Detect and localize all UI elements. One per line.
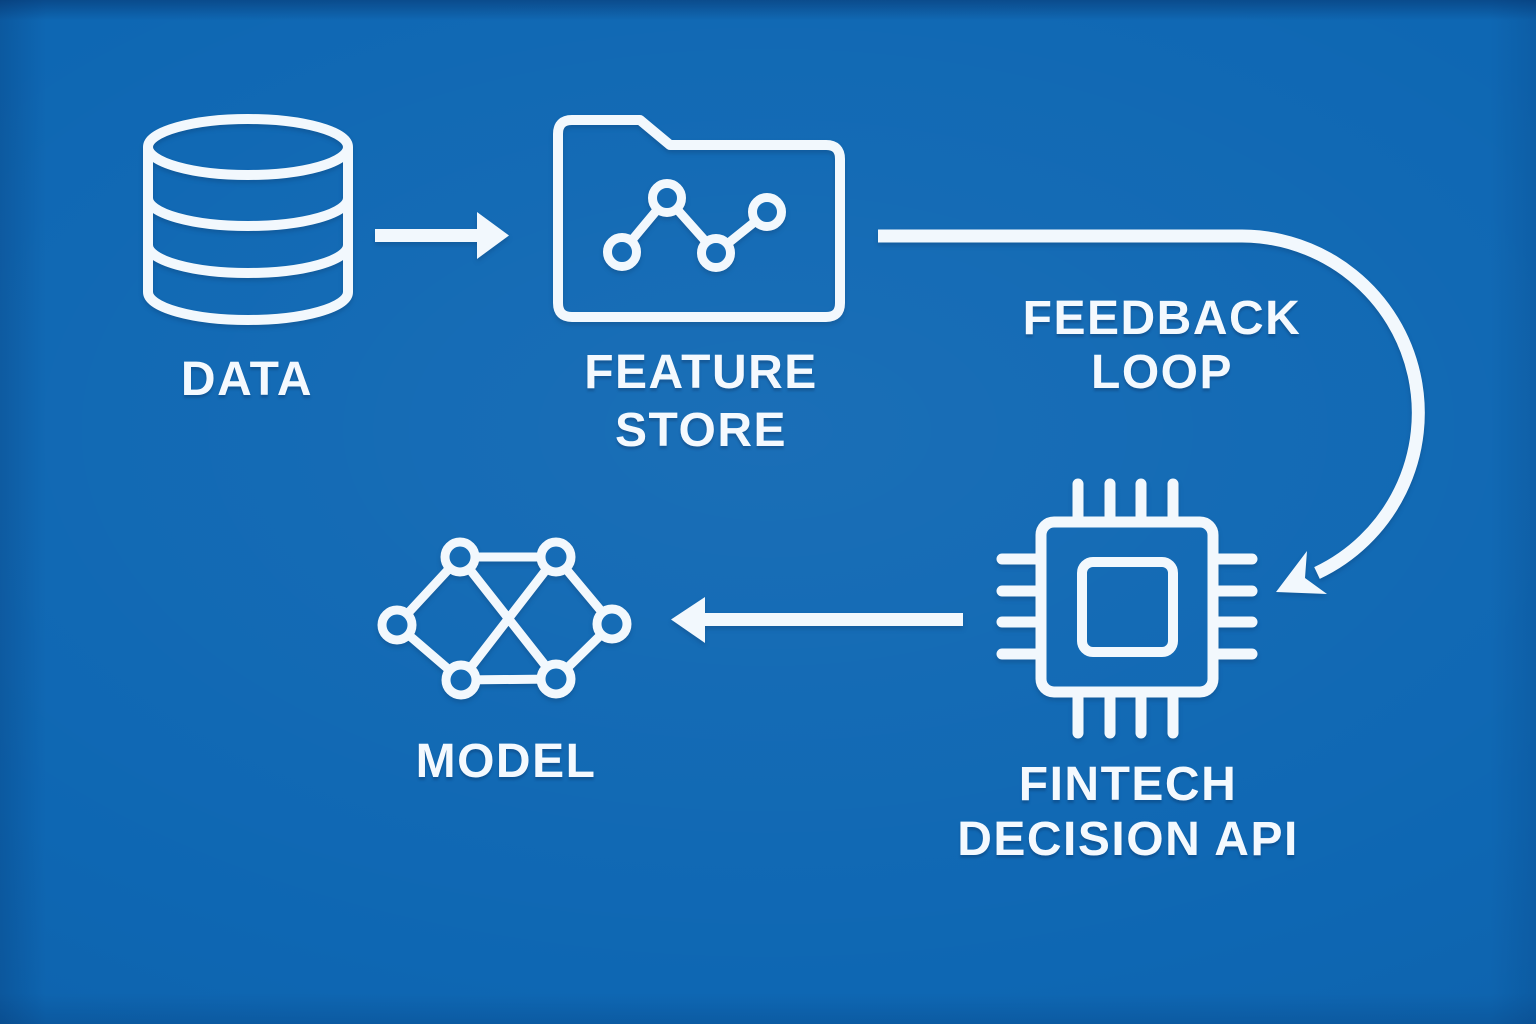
arrow-api-to-model <box>671 597 963 643</box>
node-label-fintech-api-line1: FINTECH <box>1018 758 1238 811</box>
feedback-loop-arrow <box>878 229 1425 594</box>
node-label-model: MODEL <box>415 735 597 788</box>
chip-icon <box>996 478 1258 739</box>
node-label-fintech-api-line2: DECISION API <box>957 813 1299 866</box>
neural-network-icon <box>377 537 632 700</box>
node-label-data: DATA <box>180 353 314 406</box>
edge-label-feedback-loop-line1: FEEDBACK <box>1022 292 1302 345</box>
folder-chart-icon <box>553 115 845 322</box>
edge-label-feedback-loop-line2: LOOP <box>1090 346 1234 399</box>
database-icon <box>143 114 353 325</box>
node-label-feature-store-line1: FEATURE <box>584 346 818 399</box>
arrow-data-to-feature-store <box>375 212 509 259</box>
node-label-feature-store-line2: STORE <box>615 404 787 457</box>
